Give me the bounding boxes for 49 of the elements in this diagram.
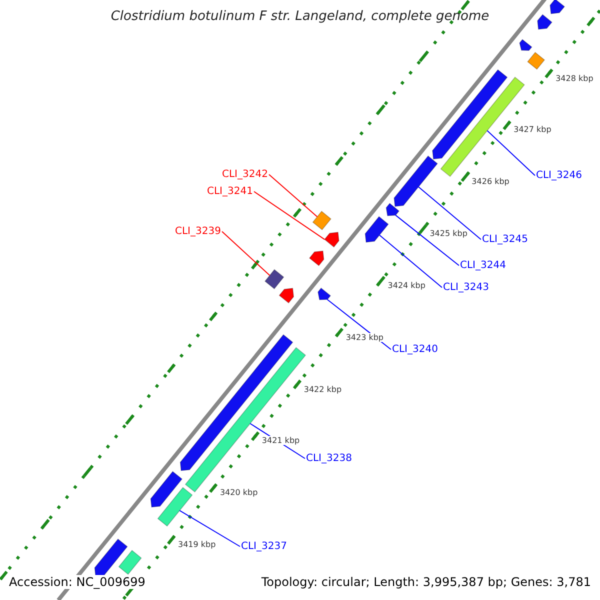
scale-label: 3424 kbp: [386, 280, 426, 290]
accession-text: Accession: NC_009699: [9, 575, 146, 589]
gene-feature: [150, 470, 183, 508]
gene-label: CLI_3245: [482, 234, 528, 245]
gene-feature: [364, 216, 389, 243]
gene-feature: [432, 69, 508, 160]
leader-line: [486, 130, 536, 176]
gene-feature: [118, 550, 142, 575]
gene-feature: [94, 538, 128, 577]
gene-feature: [312, 210, 332, 230]
gene-label: CLI_3244: [460, 260, 506, 271]
gene-feature: [157, 486, 193, 527]
scale-label: 3423 kbp: [344, 332, 385, 342]
scale-label: 3421 kbp: [260, 436, 301, 446]
gene-label: CLI_3239: [175, 226, 221, 237]
gene-feature: [394, 155, 438, 207]
leader-line: [222, 231, 270, 276]
leader-line: [379, 234, 442, 288]
gene-label: CLI_3241: [207, 186, 253, 197]
gene-feature: [318, 288, 332, 300]
scale-label: 3428 kbp: [554, 74, 594, 83]
gene-feature: [264, 269, 284, 290]
gene-label: CLI_3242: [222, 169, 268, 180]
scale-label: 3422 kbp: [302, 384, 343, 394]
leader-line: [395, 214, 460, 266]
leader-line: [254, 191, 326, 240]
gene-feature: [519, 38, 532, 51]
scale-label: 3426 kbp: [470, 177, 510, 186]
gene-feature: [386, 202, 400, 216]
scale-label: 3425 kbp: [428, 229, 468, 238]
gene-label: CLI_3243: [443, 282, 489, 293]
gene-label: CLI_3238: [306, 453, 352, 464]
gene-feature: [527, 52, 546, 70]
leader-line: [418, 186, 482, 240]
gene-label: CLI_3246: [536, 170, 582, 181]
gene-label: CLI_3237: [241, 541, 287, 552]
gene-feature: [308, 250, 324, 266]
scale-label: 3427 kbp: [512, 125, 552, 134]
scale-label: 3419 kbp: [177, 540, 217, 550]
gene-label: CLI_3240: [392, 344, 438, 355]
leader-line: [179, 510, 240, 547]
leader-line: [268, 174, 318, 218]
gene-feature: [324, 232, 340, 248]
scale-label: 3420 kbp: [218, 488, 259, 498]
genome-summary-text: Topology: circular; Length: 3,995,387 bp; Genes: 3,781: [261, 575, 591, 589]
map-title: Clostridium botulinum F str. Langeland, complete genome: [110, 9, 490, 24]
gene-feature: [537, 14, 552, 30]
gene-feature: [278, 288, 294, 304]
gene-feature: [550, 0, 566, 14]
